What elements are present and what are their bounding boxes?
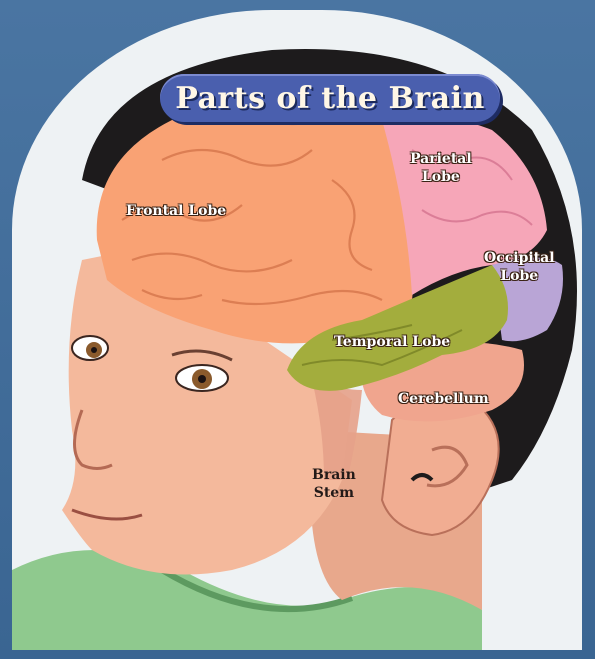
label-cerebellum: Cerebellum — [398, 390, 489, 408]
label-frontal-lobe: Frontal Lobe — [126, 202, 226, 220]
label-parietal-line2: Lobe — [410, 168, 472, 186]
diagram-title: Parts of the Brain — [175, 81, 485, 116]
label-temporal-text: Temporal Lobe — [334, 333, 450, 351]
label-brain-stem-line2: Stem — [312, 484, 356, 502]
label-cerebellum-text: Cerebellum — [398, 390, 489, 408]
label-temporal-lobe: Temporal Lobe — [334, 333, 450, 351]
title-banner: Parts of the Brain — [160, 74, 500, 122]
label-occipital-lobe: Occipital Lobe — [484, 249, 555, 285]
label-frontal-text: Frontal Lobe — [126, 202, 226, 220]
illustration-card: Parts of the Brain Frontal Lobe Parietal… — [12, 10, 582, 650]
label-brain-stem: Brain Stem — [312, 466, 356, 502]
label-occipital-line1: Occipital — [484, 249, 555, 267]
label-brain-stem-line1: Brain — [312, 466, 356, 484]
label-parietal-lobe: Parietal Lobe — [410, 150, 472, 186]
label-occipital-line2: Lobe — [484, 267, 555, 285]
label-parietal-line1: Parietal — [410, 150, 472, 168]
